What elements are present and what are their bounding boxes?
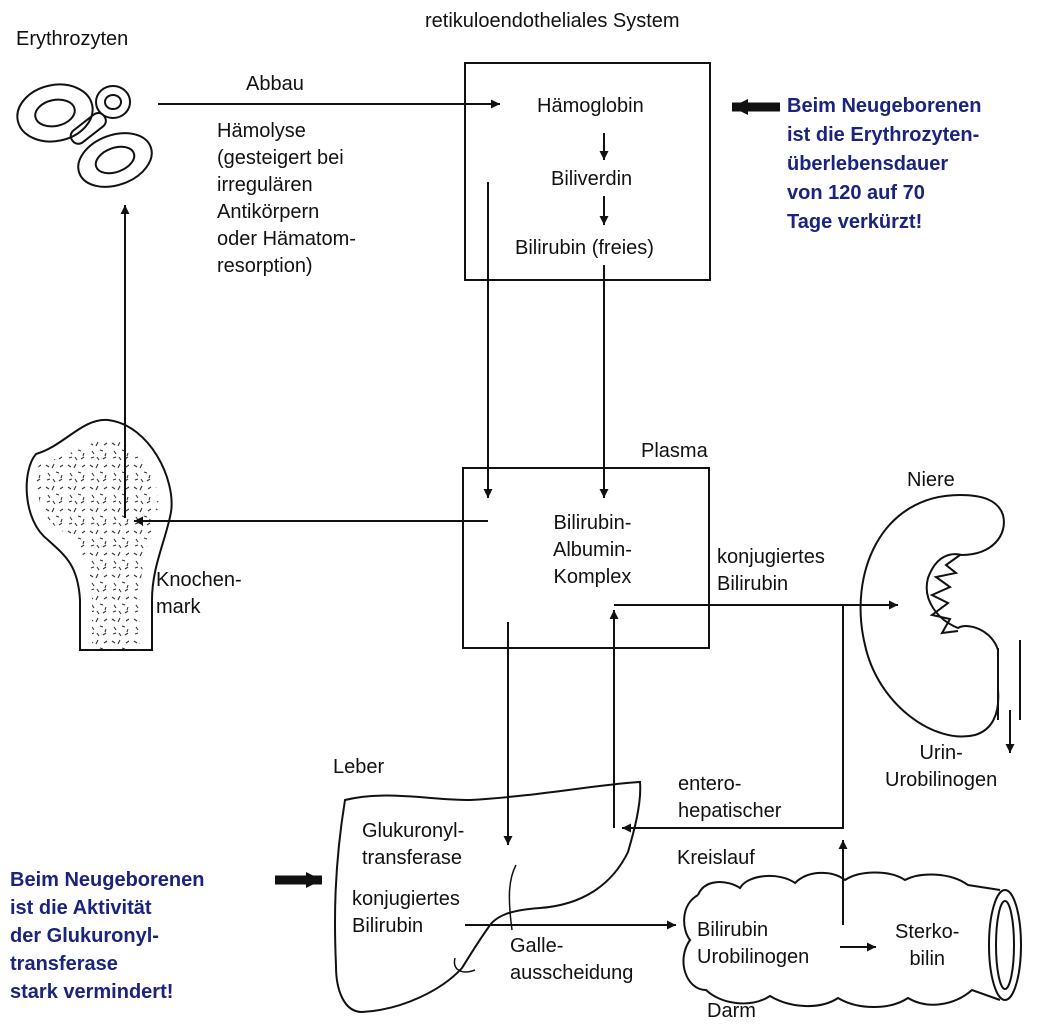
res-title: retikuloendotheliales System [425, 8, 680, 34]
conjugated-bilirubin-plasma-label: konjugiertes Bilirubin [717, 544, 825, 598]
conjugated-bilirubin-liver-label: konjugiertes Bilirubin [352, 886, 460, 940]
note-newborn-erythrocyte-lifespan: Beim Neugeborenen ist die Erythrozyten- … [787, 92, 981, 237]
liver-label: Leber [333, 754, 384, 780]
erythrocytes-icon [12, 78, 159, 197]
enterohepatic-label: entero- hepatischer [678, 771, 781, 825]
bone-marrow-label: Knochen- mark [156, 567, 242, 621]
bile-excretion-label: Galle- ausscheidung [510, 933, 633, 987]
plasma-label: Plasma [641, 438, 708, 464]
note-newborn-glucuronyltransferase: Beim Neugeborenen ist die Aktivität der … [10, 866, 204, 1006]
gut-contents-label: Bilirubin Urobilinogen [697, 917, 809, 971]
gallbladder-icon [454, 865, 516, 972]
albumin-complex-label: Bilirubin- Albumin- Komplex [553, 510, 632, 591]
kidney-label: Niere [907, 467, 955, 493]
bone-marrow-icon [27, 420, 172, 650]
haemolyse-label: Hämolyse (gesteigert bei irregulären Ant… [217, 118, 356, 280]
sterkobilin-label: Sterko- bilin [895, 919, 959, 973]
erythrocytes-label: Erythrozyten [16, 26, 128, 52]
glucuronyltransferase-label: Glukuronyl- transferase [362, 818, 464, 872]
biliverdin-label: Biliverdin [551, 166, 632, 192]
gut-label: Darm [707, 998, 756, 1024]
bilirubin-free-label: Bilirubin (freies) [515, 235, 654, 261]
haemoglobin-label: Hämoglobin [537, 93, 644, 119]
urine-urobilinogen-label: Urin- Urobilinogen [885, 740, 997, 794]
abbau-label: Abbau [246, 71, 304, 97]
circulation-label: Kreislauf [677, 845, 755, 871]
kidney-icon [861, 495, 1020, 737]
